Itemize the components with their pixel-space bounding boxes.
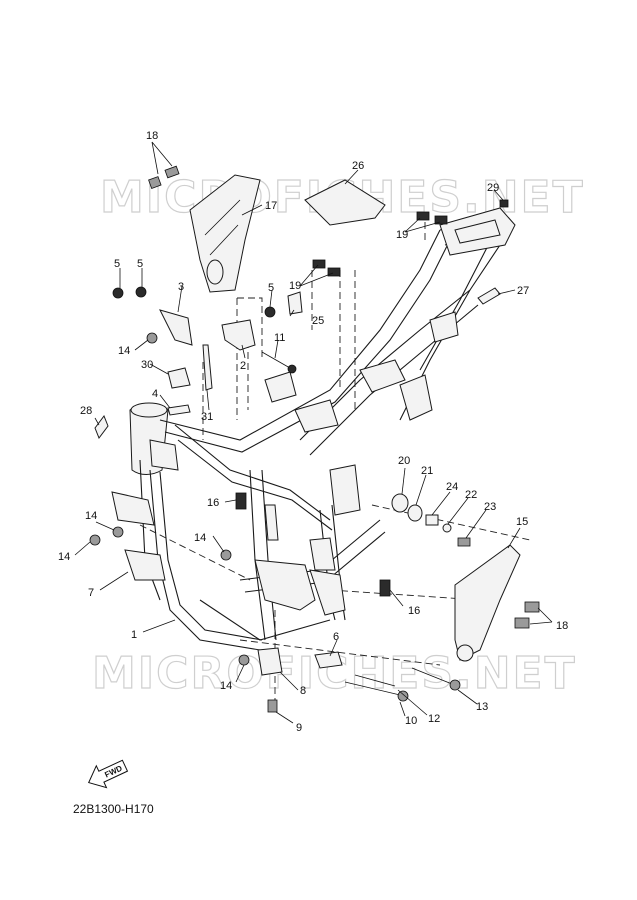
callout-10: 10 (405, 715, 417, 727)
strap-31 (202, 344, 213, 391)
bracket-7 (124, 549, 166, 581)
callout-23: 23 (484, 501, 496, 513)
clip-19d (327, 267, 341, 277)
pad-16b (379, 579, 391, 597)
callout-28: 28 (80, 405, 92, 417)
callout-14: 14 (85, 510, 97, 522)
plate-26 (304, 179, 386, 226)
callout-19: 19 (396, 229, 408, 241)
callout-5: 5 (268, 282, 274, 294)
callout-4: 4 (152, 388, 158, 400)
callout-14: 14 (58, 551, 70, 563)
label-27 (477, 287, 501, 305)
bolt-10 (397, 690, 409, 702)
callout-16: 16 (207, 497, 219, 509)
diagram-code: 22B1300-H170 (73, 802, 154, 816)
clip-25 (287, 291, 303, 315)
bolt-23 (457, 537, 471, 547)
callout-16: 16 (408, 605, 420, 617)
callout-22: 22 (465, 489, 477, 501)
callout-19: 19 (289, 280, 301, 292)
callout-18: 18 (556, 620, 568, 632)
callout-7: 7 (88, 587, 94, 599)
label-28 (94, 414, 109, 440)
clip-19c (312, 259, 326, 269)
callout-26: 26 (352, 160, 364, 172)
leader-lines (74, 141, 553, 724)
callout-1: 1 (131, 629, 137, 641)
callout-21: 21 (421, 465, 433, 477)
nut-14b (112, 526, 124, 538)
callout-17: 17 (265, 200, 277, 212)
callouts: 18 17 26 29 19 19 27 5 5 5 3 14 30 4 31 … (58, 130, 568, 734)
bracket-2 (221, 319, 256, 351)
plate-15 (454, 544, 521, 661)
callout-14: 14 (194, 532, 206, 544)
bolt-9 (267, 699, 278, 713)
bracket-17 (189, 174, 261, 293)
callout-25: 25 (312, 315, 324, 327)
callout-6: 6 (333, 631, 339, 643)
bracket-3 (159, 309, 193, 346)
nut-14e (238, 654, 250, 666)
bolt-18b (524, 601, 540, 613)
collar-20 (391, 493, 409, 513)
bolt-18c (514, 617, 530, 629)
bolt-5a (112, 287, 124, 299)
callout-18: 18 (146, 130, 158, 142)
rubber-30 (167, 367, 191, 389)
callout-29: 29 (487, 182, 499, 194)
callout-8: 8 (300, 685, 306, 697)
callout-5: 5 (114, 258, 120, 270)
plate-4 (167, 404, 191, 416)
callout-2: 2 (240, 360, 246, 372)
bolt-5c (264, 306, 276, 318)
bolt-5b (135, 286, 147, 298)
nut-14a (146, 332, 158, 344)
callout-12: 12 (428, 713, 440, 725)
bracket-6 (314, 651, 343, 669)
callout-27: 27 (517, 285, 529, 297)
callout-14: 14 (118, 345, 130, 357)
callout-13: 13 (476, 701, 488, 713)
callout-24: 24 (446, 481, 458, 493)
callout-30: 30 (141, 359, 153, 371)
spacer-24 (425, 514, 439, 526)
pad-16a (235, 492, 247, 510)
parts (89, 165, 540, 713)
callout-9: 9 (296, 722, 302, 734)
callout-3: 3 (178, 281, 184, 293)
bracket-8 (257, 647, 283, 676)
clip-19b (434, 215, 448, 225)
collar-21 (407, 504, 423, 522)
callout-14: 14 (220, 680, 232, 692)
callout-31: 31 (201, 411, 213, 423)
bolt-11 (287, 364, 297, 374)
bolt-13 (449, 679, 461, 691)
nut-14c (89, 534, 101, 546)
fwd-arrow-icon: FWD (87, 759, 129, 789)
clip-29 (499, 199, 509, 208)
callout-15: 15 (516, 516, 528, 528)
clip-19a (416, 211, 430, 221)
callout-5: 5 (137, 258, 143, 270)
nut-14d (220, 549, 232, 561)
main-frame (129, 207, 516, 651)
washer-22 (442, 523, 452, 533)
bolts-18-top (148, 165, 180, 189)
callout-20: 20 (398, 455, 410, 467)
callout-11: 11 (274, 332, 285, 344)
